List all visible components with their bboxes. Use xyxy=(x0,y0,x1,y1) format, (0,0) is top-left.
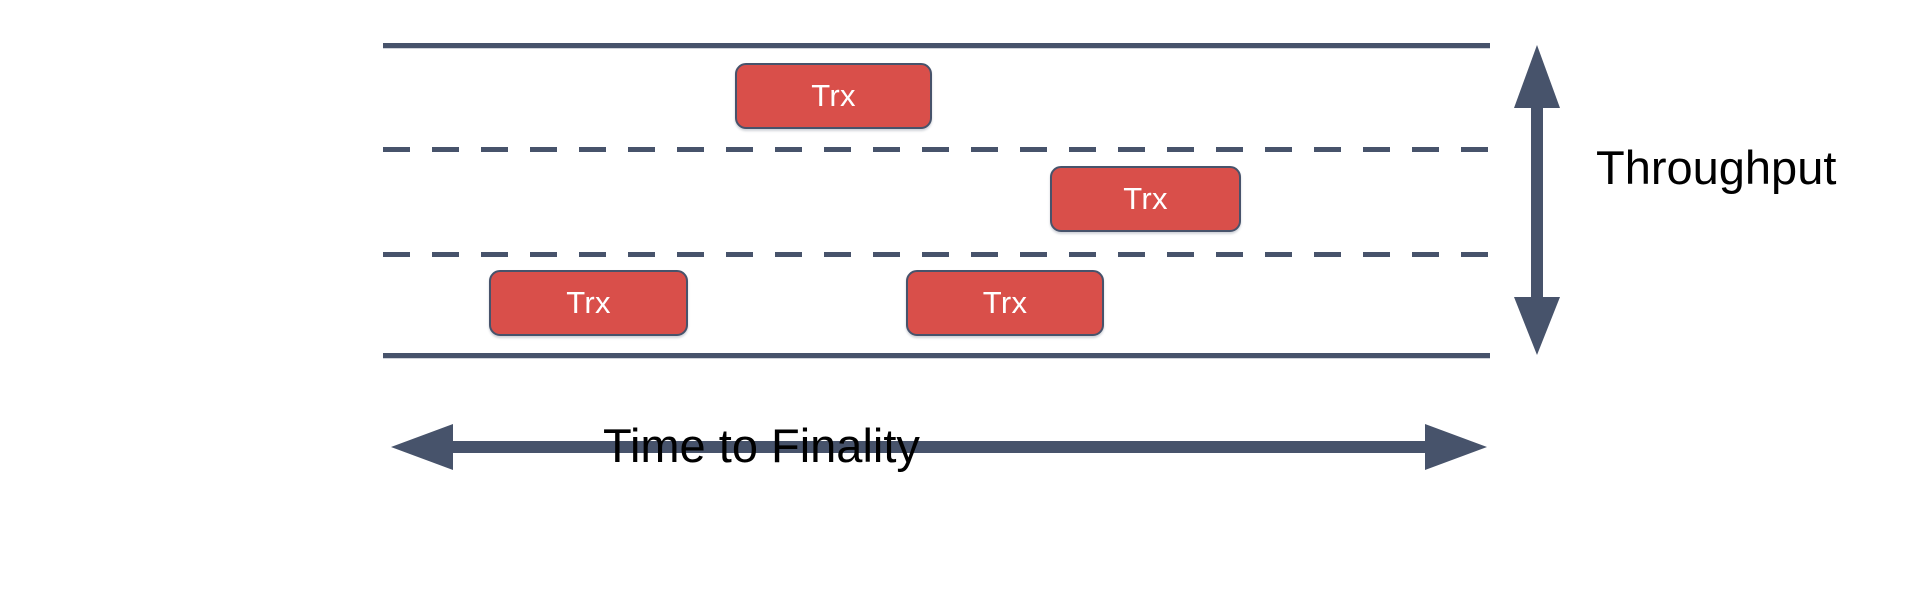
transaction-box: Trx xyxy=(489,270,688,336)
throughput-double-arrow xyxy=(1514,45,1560,355)
transaction-box: Trx xyxy=(735,63,932,129)
transaction-label: Trx xyxy=(811,78,856,113)
lane-top-solid-line xyxy=(383,43,1490,48)
transaction-box: Trx xyxy=(1050,166,1241,232)
lane-dashed-line-1 xyxy=(383,147,1490,152)
lane-dashed-line-2 xyxy=(383,252,1490,257)
transaction-label: Trx xyxy=(1123,181,1168,216)
time-to-finality-double-arrow xyxy=(391,424,1487,470)
transaction-label: Trx xyxy=(566,285,611,320)
transaction-label: Trx xyxy=(982,285,1028,320)
lane-bottom-solid-line xyxy=(383,353,1490,358)
throughput-label: Throughput xyxy=(1596,141,1837,194)
time-to-finality-label: Time to Finality xyxy=(603,419,920,472)
transaction-box: Trx xyxy=(906,270,1104,336)
